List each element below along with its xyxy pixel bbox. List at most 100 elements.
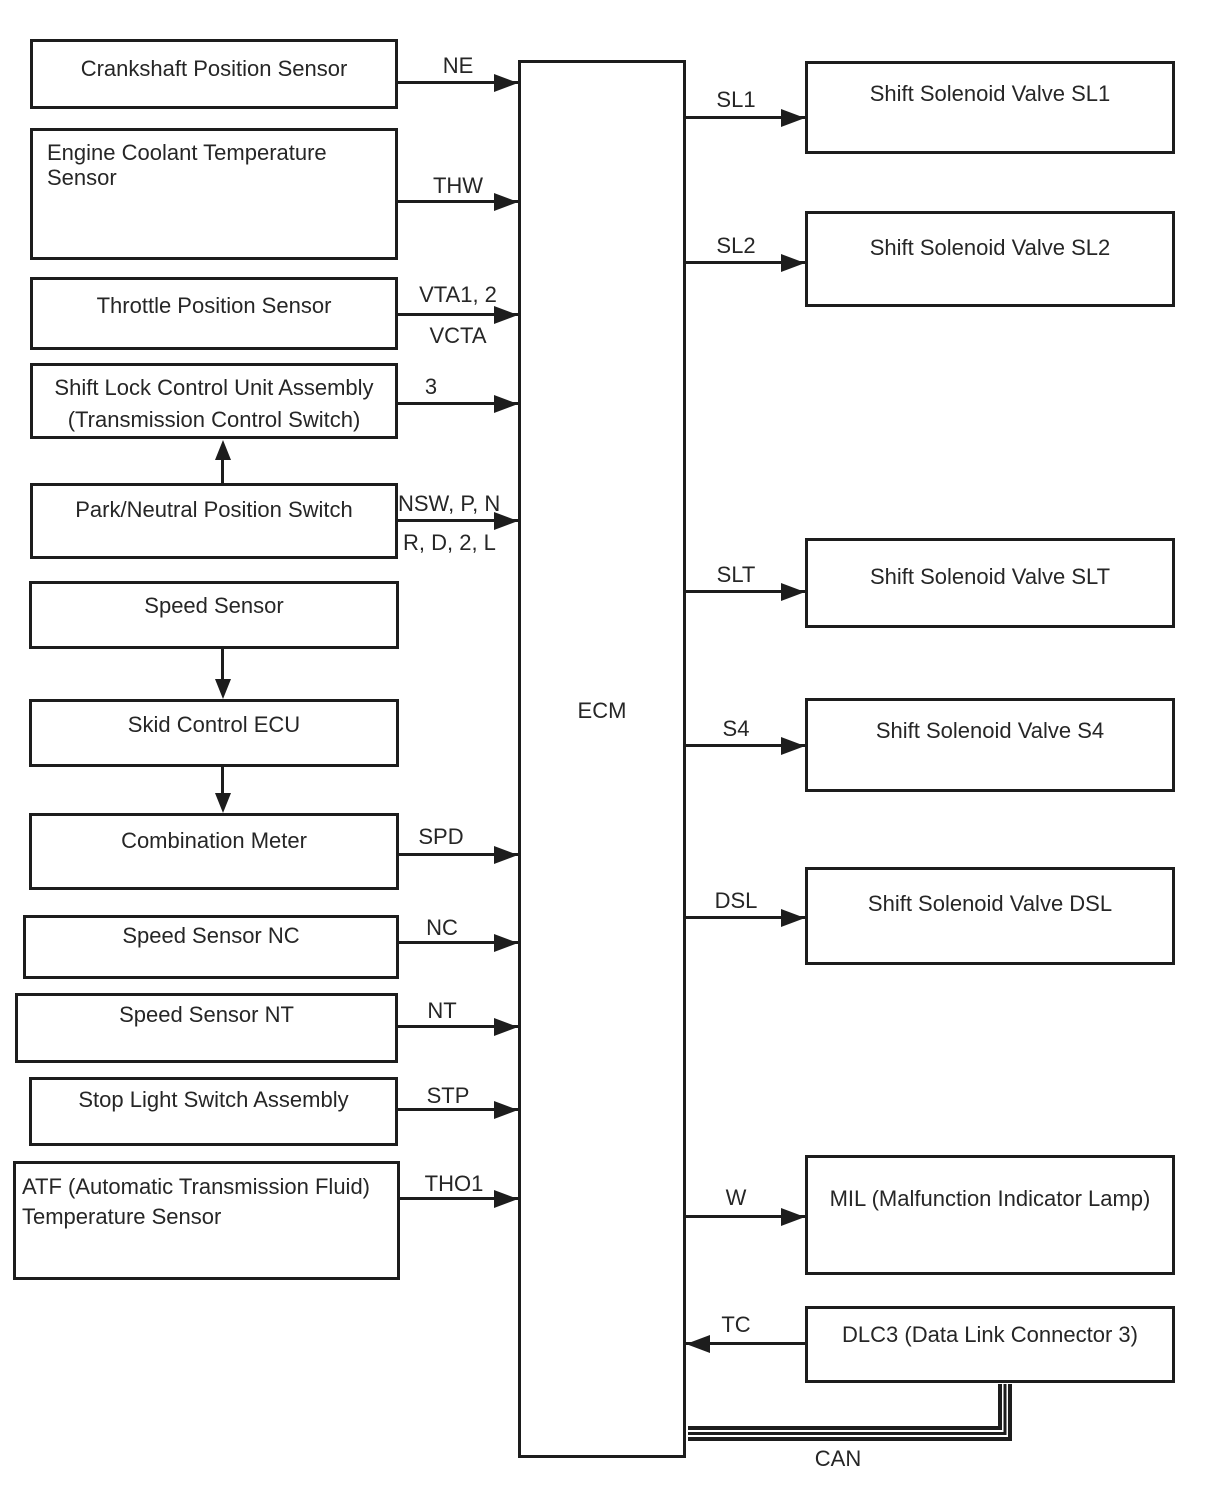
input-box-stop-light-switch-assembly: Stop Light Switch Assembly [29, 1077, 398, 1146]
arrow-ecm-to-mil [686, 1207, 805, 1226]
arrow-3-to-ecm [398, 394, 518, 413]
arrowhead-right-icon [781, 736, 805, 755]
arrow-ecm-to-sl2 [686, 253, 805, 272]
signal-label-ne: NE [442, 53, 474, 78]
arrow-nsw-to-ecm [398, 511, 518, 530]
signal-label-stp: STP [426, 1083, 470, 1108]
box-label: Speed Sensor [144, 593, 284, 618]
box-label: Engine Coolant Temperature [47, 140, 327, 165]
signal-label-w: W [725, 1185, 747, 1210]
box-label: Combination Meter [121, 828, 307, 853]
input-box-shift-lock-control-unit-assembly: Shift Lock Control Unit Assembly (Transm… [30, 363, 398, 439]
arrowhead-right-icon [494, 73, 518, 92]
box-label: MIL (Malfunction Indicator Lamp) [829, 1186, 1151, 1211]
output-box-mil-malfunction-indicator-lamp: MIL (Malfunction Indicator Lamp) [805, 1155, 1175, 1275]
signal-label-tc: TC [721, 1312, 751, 1337]
signal-label-s4: S4 [722, 716, 750, 741]
output-box-shift-solenoid-valve-sl1: Shift Solenoid Valve SL1 [805, 61, 1175, 154]
ecm-box: ECM [518, 60, 686, 1458]
signal-label-dsl: DSL [714, 888, 758, 913]
arrow-ecm-to-slt [686, 582, 805, 601]
arrow-ecm-to-dsl [686, 908, 805, 927]
arrow-vta-to-ecm [398, 305, 518, 324]
arrowhead-right-icon [781, 253, 805, 272]
signal-label-3: 3 [424, 374, 438, 399]
arrowhead-right-icon [781, 108, 805, 127]
box-label: (Transmission Control Switch) [67, 407, 361, 432]
arrow-skid-control-ecu-to-combination-meter [214, 767, 231, 813]
output-box-shift-solenoid-valve-s4: Shift Solenoid Valve S4 [805, 698, 1175, 792]
arrowhead-right-icon [494, 305, 518, 324]
box-label: Park/Neutral Position Switch [75, 497, 353, 522]
input-box-park-neutral-position-switch: Park/Neutral Position Switch [30, 483, 398, 559]
box-label: Temperature Sensor [22, 1204, 222, 1229]
arrow-ne-to-ecm [398, 73, 518, 92]
box-label: Crankshaft Position Sensor [80, 56, 348, 81]
input-box-combination-meter: Combination Meter [29, 813, 399, 890]
arrowhead-down-icon [214, 679, 231, 699]
arrowhead-right-icon [494, 394, 518, 413]
arrowhead-down-icon [214, 793, 231, 813]
output-box-shift-solenoid-valve-sl2: Shift Solenoid Valve SL2 [805, 211, 1175, 307]
box-label: Shift Solenoid Valve S4 [875, 718, 1105, 743]
signal-label-nc: NC [426, 915, 458, 940]
box-label: Shift Solenoid Valve SLT [869, 564, 1111, 589]
signal-label-sl2: SL2 [716, 233, 756, 258]
signal-label-thw: THW [432, 173, 484, 198]
arrow-ecm-to-sl1 [686, 108, 805, 127]
arrow-ecm-to-s4 [686, 736, 805, 755]
arrowhead-right-icon [494, 845, 518, 864]
output-box-shift-solenoid-valve-slt: Shift Solenoid Valve SLT [805, 538, 1175, 628]
box-label: Shift Solenoid Valve DSL [867, 891, 1113, 916]
signal-label-can: CAN [814, 1446, 862, 1471]
arrow-park-neutral-to-shift-lock [214, 440, 231, 484]
arrowhead-right-icon [494, 1189, 518, 1208]
arrowhead-up-icon [214, 440, 231, 460]
arrow-stp-to-ecm [398, 1100, 518, 1119]
box-label: Shift Solenoid Valve SL2 [869, 235, 1111, 260]
signal-label-nsw-p-n: NSW, P, N [398, 491, 501, 516]
output-box-shift-solenoid-valve-dsl: Shift Solenoid Valve DSL [805, 867, 1175, 965]
input-box-engine-coolant-temperature-sensor: Engine Coolant Temperature Sensor [30, 128, 398, 260]
signal-label-spd: SPD [418, 824, 464, 849]
signal-label-slt: SLT [716, 562, 756, 587]
signal-label-sl1: SL1 [716, 87, 756, 112]
arrow-nt-to-ecm [398, 1017, 518, 1036]
box-label: Throttle Position Sensor [96, 293, 332, 318]
arrow-spd-to-ecm [398, 845, 518, 864]
arrowhead-right-icon [494, 933, 518, 952]
input-box-throttle-position-sensor: Throttle Position Sensor [30, 277, 398, 350]
box-label: Shift Lock Control Unit Assembly [54, 375, 374, 400]
arrow-nc-to-ecm [398, 933, 518, 952]
box-label: Speed Sensor NC [122, 923, 300, 948]
arrowhead-right-icon [781, 908, 805, 927]
input-box-skid-control-ecu: Skid Control ECU [29, 699, 399, 767]
arrowhead-left-icon [686, 1334, 710, 1353]
box-label: ATF (Automatic Transmission Fluid) [22, 1174, 371, 1199]
input-box-speed-sensor-nc: Speed Sensor NC [23, 915, 399, 979]
output-box-dlc3-data-link-connector-3: DLC3 (Data Link Connector 3) [805, 1306, 1175, 1383]
box-label: Sensor [47, 165, 117, 190]
signal-label-nt: NT [427, 998, 457, 1023]
box-label: Speed Sensor NT [119, 1002, 294, 1027]
arrowhead-right-icon [494, 1017, 518, 1036]
box-label: DLC3 (Data Link Connector 3) [842, 1322, 1138, 1347]
arrowhead-right-icon [494, 192, 518, 211]
ecm-label: ECM [577, 698, 627, 723]
arrow-speed-sensor-to-skid-control-ecu [214, 649, 231, 699]
input-box-crankshaft-position-sensor: Crankshaft Position Sensor [30, 39, 398, 109]
signal-label-tho1: THO1 [424, 1171, 484, 1196]
arrow-thw-to-ecm [398, 192, 518, 211]
arrow-tho1-to-ecm [398, 1189, 518, 1208]
signal-label-vta1-2: VTA1, 2 [419, 282, 497, 307]
box-label: Stop Light Switch Assembly [78, 1087, 349, 1112]
box-label: Shift Solenoid Valve SL1 [869, 81, 1111, 106]
input-box-speed-sensor: Speed Sensor [29, 581, 399, 649]
signal-label-r-d-2-l: R, D, 2, L [403, 530, 496, 555]
input-box-speed-sensor-nt: Speed Sensor NT [15, 993, 398, 1063]
arrow-dlc3-to-ecm [686, 1334, 805, 1353]
arrowhead-right-icon [781, 582, 805, 601]
box-label: Skid Control ECU [127, 712, 301, 737]
